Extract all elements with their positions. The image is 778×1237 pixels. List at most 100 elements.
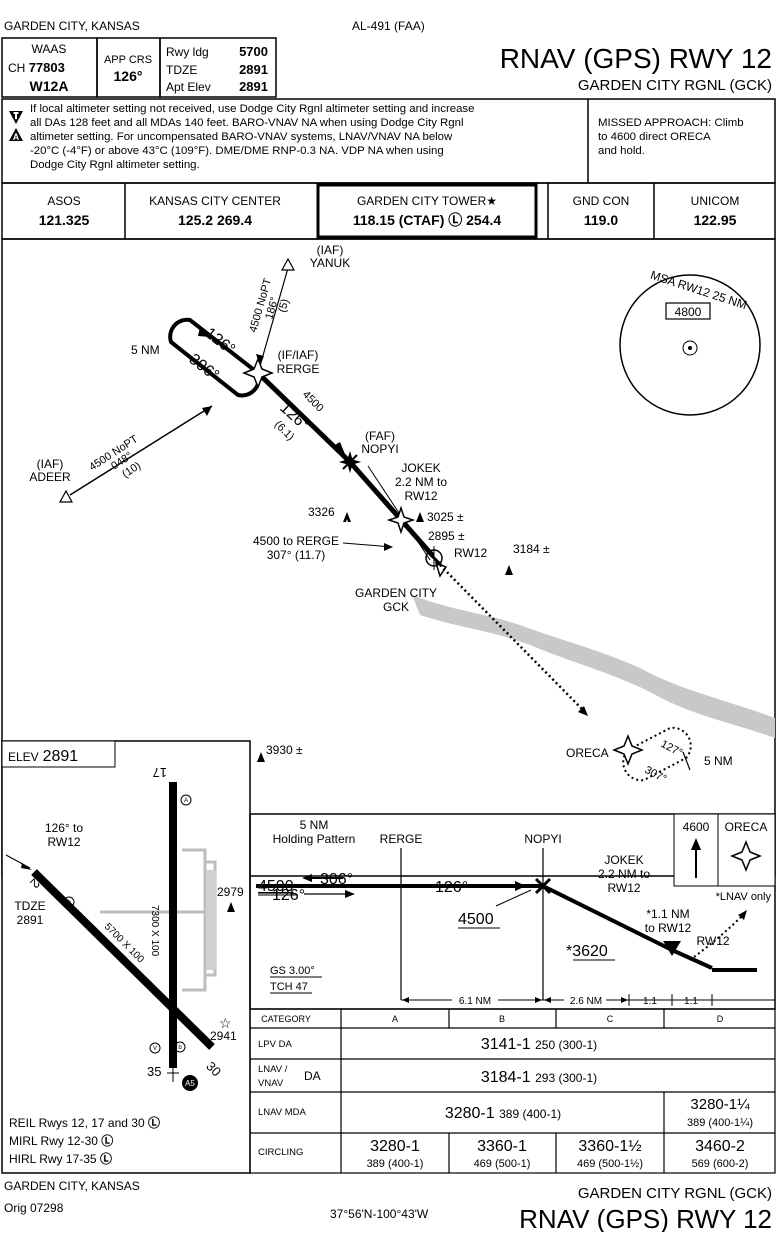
obstacle-3326: 3326 [308,505,335,519]
profile-final-segment [671,948,713,970]
jokek-label-2: 2.2 NM to [395,475,447,489]
footer-title: RNAV (GPS) RWY 12 [519,1204,772,1232]
rwy-17-35-dims: 7300 X 100 [149,905,160,957]
notes-icon-a: A [9,128,23,142]
profile-tch: TCH 47 [270,981,308,993]
min-lnavvnav-value: 3184-1 293 (300-1) [481,1069,597,1086]
ma-climb-arrowhead [691,838,701,850]
minimums-table [249,1008,776,1174]
profile-nopyi-label: NOPYI [524,832,561,846]
min-circ-a-sub: 389 (400-1) [367,1158,424,1170]
min-lnavvnav-label-1: LNAV / [258,1064,288,1075]
profile-lnav-note-2: to RW12 [645,921,692,935]
profile-missed-arrow [738,910,747,920]
profile-gs: GS 3.00° [270,965,315,977]
dist-1-1-a: 1.1 [643,996,657,1007]
obstacle-2979: 2979 [217,885,244,899]
min-circ-a: 3280-1 [370,1138,420,1155]
min-circ-c: 3360-1½ [578,1138,641,1155]
waas-id: W12A [30,78,69,94]
dist-2-6: 2.6 NM [570,996,602,1007]
min-header-b: B [499,1014,505,1024]
obstacle-3025: 3025 ± [427,510,464,524]
svg-text:all DAs 128 feet and all MDAs: all DAs 128 feet and all MDAs 140 feet. … [30,117,463,129]
lnav-only-note: *LNAV only [716,891,772,903]
msa-altitude: 4800 [675,305,702,319]
profile-crs: 126° [435,879,468,896]
dist-1-1-b: 1.1 [684,996,698,1007]
tower-box [316,183,538,239]
final-course-nopyi-rw12 [348,460,435,558]
beacon-icon: ☆ [219,1015,232,1031]
rwy-35-label: 35 [147,1064,161,1079]
min-circ-b: 3360-1 [477,1138,527,1155]
oreca-label: ORECA [566,746,609,760]
footer-amendment: Orig 07298 [4,1201,64,1215]
diagram-course-2: RW12 [47,835,80,849]
svg-text:A: A [13,132,20,142]
oreca-dist-tick [682,751,691,771]
profile-nopyi-fix-icon [534,877,552,895]
oreca-inbound-course: 127° [659,738,685,759]
rerge-label-1: (IF/IAF) [278,348,319,362]
light-b-12: b [67,900,71,906]
rw12-threshold-icon [434,561,448,578]
lighting-reil: REIL Rwys 12, 17 and 30 Ⓛ [9,1115,160,1130]
notes-icon-t [9,111,23,124]
ma-fix: ORECA [725,820,768,834]
profile-missed-approach-path [689,914,744,961]
jokek-label-1: JOKEK [401,461,440,475]
profile-hold-label-1: 5 NM [300,818,329,832]
light-v-35: V [153,1046,157,1052]
hold-distance-label: 5 NM [131,343,160,357]
light-b-30: b [178,1045,182,1051]
profile-hold-label-2: Holding Pattern [273,832,356,846]
comm-unicom-name: UNICOM [691,194,740,208]
min-circ-d: 3460-2 [695,1138,745,1155]
min-circling-label: CIRCLING [258,1147,303,1158]
vdp-icon [663,941,681,956]
svg-text:If local altimeter setting not: If local altimeter setting not received,… [30,103,474,115]
light-a-17: A [184,798,188,804]
footer-coords: 37°56'N-100°43'W [330,1207,429,1221]
comm-asos-freq: 121.325 [39,212,90,228]
rerge-fix-icon [241,356,275,390]
app-crs-label: APP CRS [104,54,152,66]
comm-center-name: KANSAS CITY CENTER [149,194,281,208]
min-header-category: CATEGORY [261,1014,311,1024]
nopyi-fix-icon [338,450,362,474]
oreca-holding-pattern [622,726,692,782]
svg-text:Dodge City Rgnl altimeter sett: Dodge City Rgnl altimeter setting. [30,159,200,171]
min-circ-d-sub: 569 (600-2) [692,1158,749,1170]
comm-tower-freq: 118.15 (CTAF) Ⓛ 254.4 [353,212,502,228]
svg-text:-20°C (-4°F) or above 43°C (10: -20°C (-4°F) or above 43°C (109°F). DME/… [30,145,444,157]
min-header-d: D [717,1014,724,1024]
obstacle-3930: 3930 ± [266,743,303,757]
apt-elev-label: Apt Elev [166,80,211,94]
dist-6-1: 6.1 NM [459,996,491,1007]
profile-alt-4500-b: 4500 [458,911,494,928]
rwy-ldg-label: Rwy ldg [166,45,209,59]
profile-alt-3620: *3620 [566,943,608,960]
diagram-course-1: 126° to [45,821,83,835]
ma-fix-icon [729,839,763,873]
yanuk-label-1: (IAF) [317,243,344,257]
adeer-fix-icon [58,489,74,503]
obstacle-icon [257,512,513,762]
obstacle-2895: 2895 ± [428,529,465,543]
header-airport: GARDEN CITY RGNL (GCK) [578,77,772,94]
min-lnav-d-sub: 389 (400-1¼) [687,1117,753,1129]
approach-light-icon: A5 [167,1068,198,1091]
missed-approach-text: MISSED APPROACH: Climb to 4600 direct OR… [598,117,744,157]
waas-label: WAAS [32,42,67,56]
elevation-label: ELEV 2891 [8,748,78,765]
airport-id: GCK [383,600,409,614]
min-lnav-d: 3280-1¼ [690,1096,750,1113]
apt-elev-value: 2891 [239,79,268,94]
min-lnavvnav-label-2: VNAV [258,1078,284,1089]
header-location: GARDEN CITY, KANSAS [4,19,140,33]
profile-rerge-label: RERGE [380,832,423,846]
msa-circle [619,274,761,416]
min-header-a: A [392,1014,398,1024]
header-chart-id: AL-491 (FAA) [352,19,425,33]
